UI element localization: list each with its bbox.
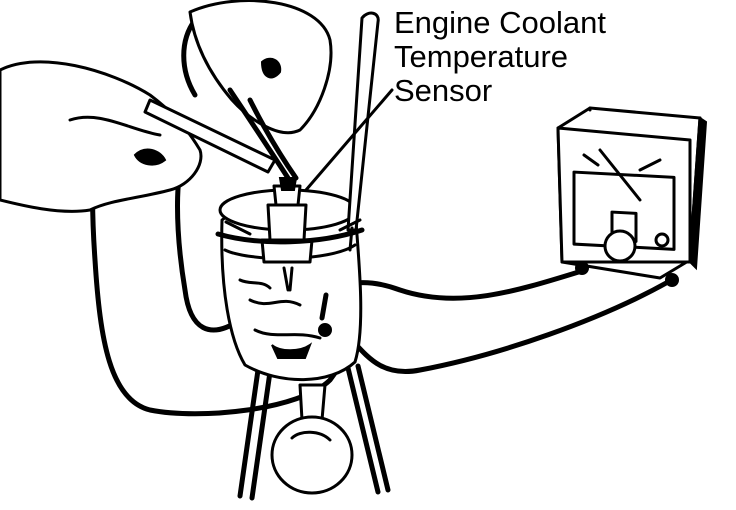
terminal-right: [665, 273, 679, 287]
tripod-stand: [237, 363, 391, 501]
hand-holding-sensor-leads: [188, 0, 333, 181]
heater-bulb: [270, 383, 354, 495]
thermometer: [346, 11, 380, 252]
sensor-callout-label: Engine Coolant Temperature Sensor: [394, 6, 606, 108]
callout-line-3: Sensor: [394, 73, 493, 108]
holder-clamp: [215, 218, 365, 245]
range-dial: [603, 229, 637, 263]
ohmmeter: [556, 106, 708, 287]
callout-line-2: Temperature: [394, 39, 569, 74]
callout-line-1: Engine Coolant: [394, 5, 606, 40]
hand-holding-probe: [0, 60, 277, 213]
terminal-left: [575, 261, 589, 275]
coolant-temperature-sensor: [260, 177, 314, 292]
adjust-knob: [654, 232, 670, 248]
callout-leader-line: [304, 88, 394, 192]
